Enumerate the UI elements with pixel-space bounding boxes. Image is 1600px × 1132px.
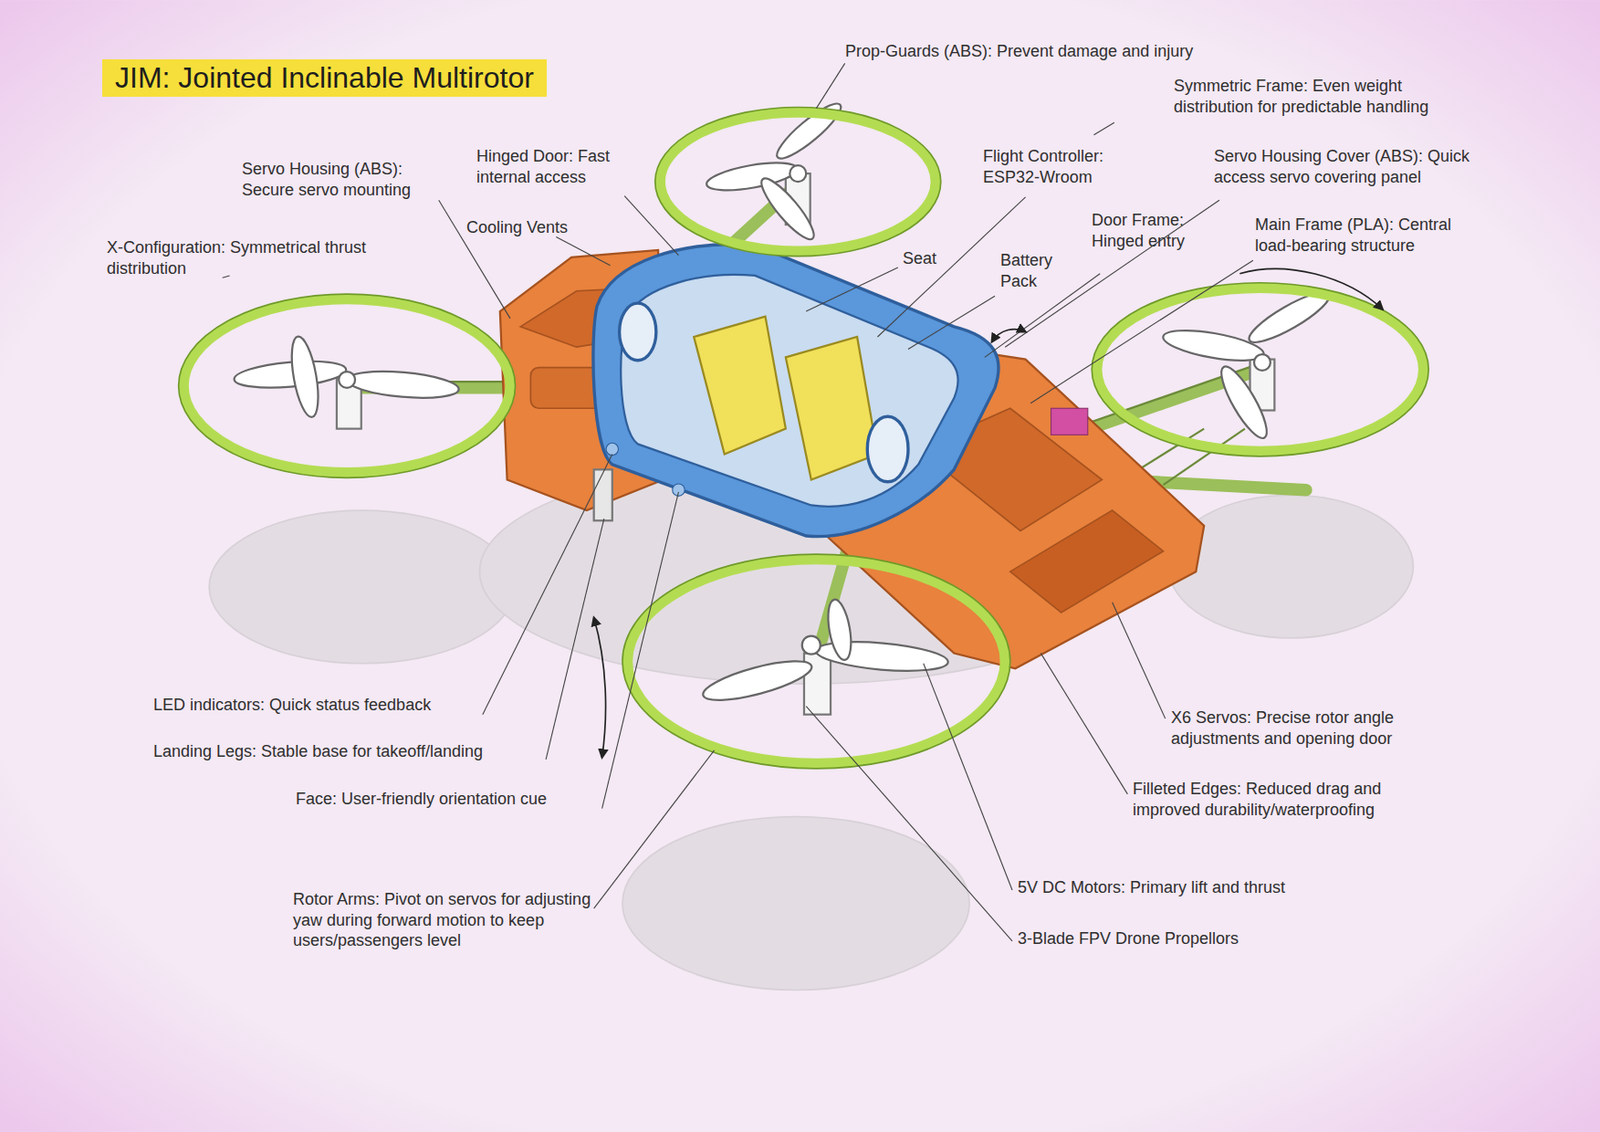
- callout-label: Face: User-friendly orientation cue: [295, 788, 547, 810]
- callout-label: X-Configuration: Symmetrical thrust dist…: [106, 237, 429, 279]
- callout-label: Servo Housing (ABS): Secure servo mounti…: [241, 158, 441, 200]
- callout-label: Battery Pack: [1000, 250, 1064, 292]
- callout-label: Hinged Door: Fast internal access: [476, 146, 645, 188]
- callout-label: Rotor Arms: Pivot on servos for adjustin…: [292, 888, 615, 952]
- callout-label: Flight Controller: ESP32-Wroom: [983, 146, 1121, 188]
- callout-label: X6 Servos: Precise rotor angle adjustmen…: [1171, 707, 1437, 749]
- callout-label: Prop-Guards (ABS): Prevent damage and in…: [845, 41, 1193, 63]
- callout-label: Symmetric Frame: Even weight distributio…: [1173, 75, 1465, 117]
- callout-label: Cooling Vents: [466, 217, 568, 239]
- callout-label: Filleted Edges: Reduced drag and improve…: [1132, 778, 1434, 820]
- title-banner: JIM: Jointed Inclinable Multirotor: [102, 59, 547, 97]
- callout-label: Seat: [902, 248, 937, 270]
- callout-label: Landing Legs: Stable base for takeoff/la…: [153, 741, 483, 763]
- callout-label: Main Frame (PLA): Central load-bearing s…: [1254, 214, 1492, 256]
- callout-label: Servo Housing Cover (ABS): Quick access …: [1213, 146, 1516, 188]
- callout-label: 3-Blade FPV Drone Propellors: [1017, 928, 1239, 950]
- callout-label: 5V DC Motors: Primary lift and thrust: [1017, 877, 1286, 899]
- callout-label: LED indicators: Quick status feedback: [153, 694, 431, 716]
- callout-label: Door Frame: Hinged entry: [1091, 209, 1206, 251]
